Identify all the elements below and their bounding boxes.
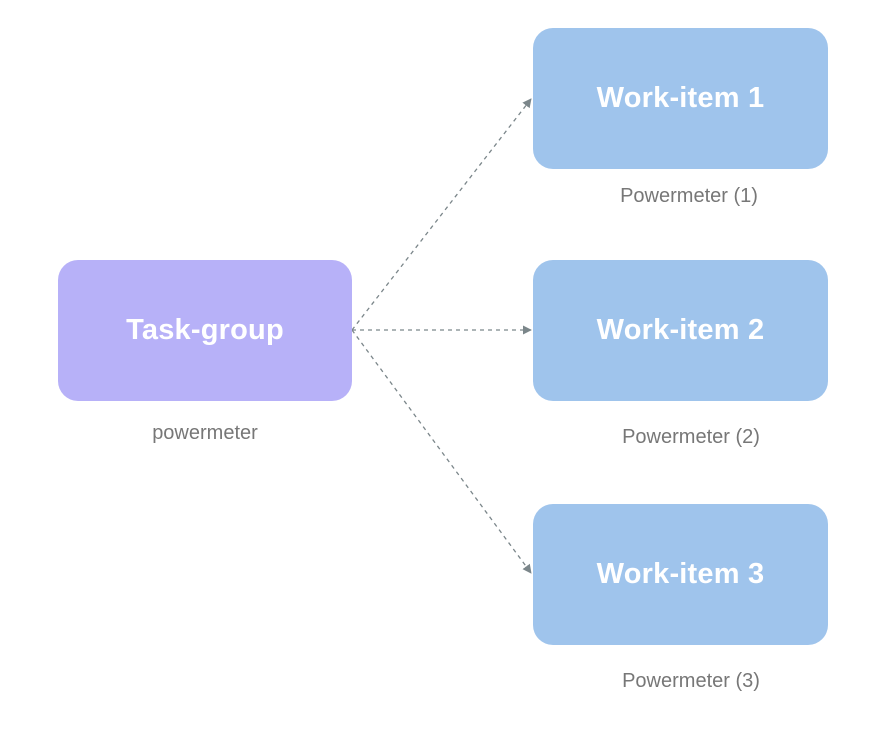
work-item-1-caption: Powermeter (1)	[620, 185, 758, 207]
work-item-2-caption: Powermeter (2)	[622, 426, 760, 448]
connector-to-work-item-1	[351, 98, 532, 331]
work-item-1-label: Work-item 1	[596, 82, 765, 114]
work-item-3-label: Work-item 3	[596, 558, 765, 590]
task-group-node[interactable]: Task-group	[58, 260, 352, 401]
connector-to-work-item-3	[351, 329, 532, 574]
work-item-1-node[interactable]: Work-item 1	[533, 28, 828, 169]
work-item-2-node[interactable]: Work-item 2	[533, 260, 828, 401]
task-group-caption: powermeter	[152, 422, 258, 444]
work-item-2-label: Work-item 2	[596, 314, 765, 346]
task-group-label: Task-group	[126, 314, 284, 346]
work-item-3-caption: Powermeter (3)	[622, 670, 760, 692]
work-item-3-node[interactable]: Work-item 3	[533, 504, 828, 645]
